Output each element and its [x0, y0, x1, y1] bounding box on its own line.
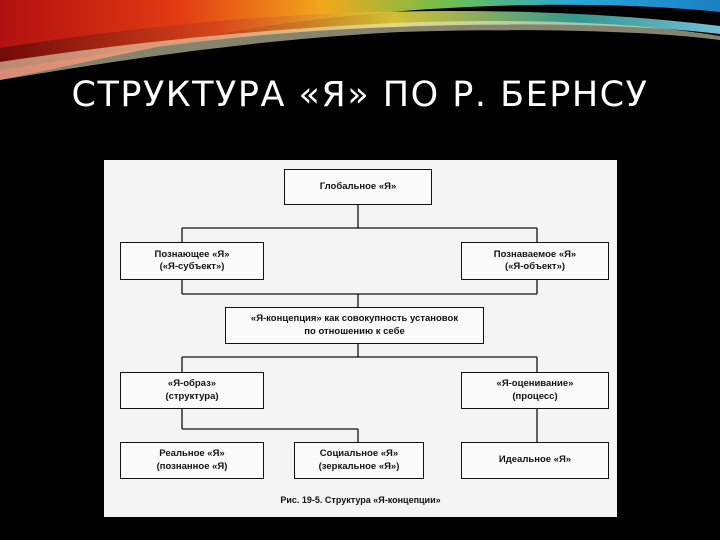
figure-caption: Рис. 19-5. Структура «Я-концепции» [280, 495, 441, 505]
real-self-sublabel: (познанное «Я) [156, 460, 228, 472]
connector-lines [181, 205, 538, 442]
self-evaluation-sublabel: (процесс) [512, 390, 558, 402]
knowing-self-label: Познающее «Я» [154, 248, 230, 260]
ideal-self-box: Идеальное «Я» [461, 442, 609, 479]
self-image-sublabel: (структура) [165, 390, 219, 402]
self-image-box: «Я-образ» (структура) [120, 372, 264, 409]
known-self-label: Познаваемое «Я» [493, 248, 577, 260]
self-evaluation-box: «Я-оценивание» (процесс) [461, 372, 609, 409]
real-self-label: Реальное «Я» [159, 448, 225, 459]
self-structure-diagram: Глобальное «Я» Познающее «Я» («Я-субъект… [104, 160, 617, 517]
social-self-box: Социальное «Я» (зеркальное «Я») [294, 442, 424, 479]
slide-title: СТРУКТУРА «Я» ПО Р. БЕРНСУ [71, 75, 649, 115]
knowing-self-box: Познающее «Я» («Я-субъект») [120, 242, 264, 280]
knowing-self-sublabel: («Я-субъект») [159, 261, 225, 272]
self-evaluation-label: «Я-оценивание» [496, 378, 574, 389]
social-self-sublabel: (зеркальное «Я») [318, 460, 400, 472]
ideal-self-label: Идеальное «Я» [498, 454, 572, 466]
decorative-swoosh [0, 0, 720, 80]
self-concept-box: «Я-концепция» как совокупность установок… [225, 307, 484, 344]
known-self-box: Познаваемое «Я» («Я-объект») [461, 242, 609, 280]
self-concept-sublabel: по отношению к себе [304, 325, 405, 337]
global-self-box: Глобальное «Я» [284, 169, 432, 205]
self-concept-label: «Я-концепция» как совокупность установок [250, 313, 459, 324]
self-image-label: «Я-образ» [167, 378, 217, 389]
real-self-box: Реальное «Я» (познанное «Я) [120, 442, 264, 479]
known-self-sublabel: («Я-объект») [504, 261, 566, 272]
global-self-label: Глобальное «Я» [319, 180, 397, 192]
social-self-label: Социальное «Я» [319, 448, 399, 459]
